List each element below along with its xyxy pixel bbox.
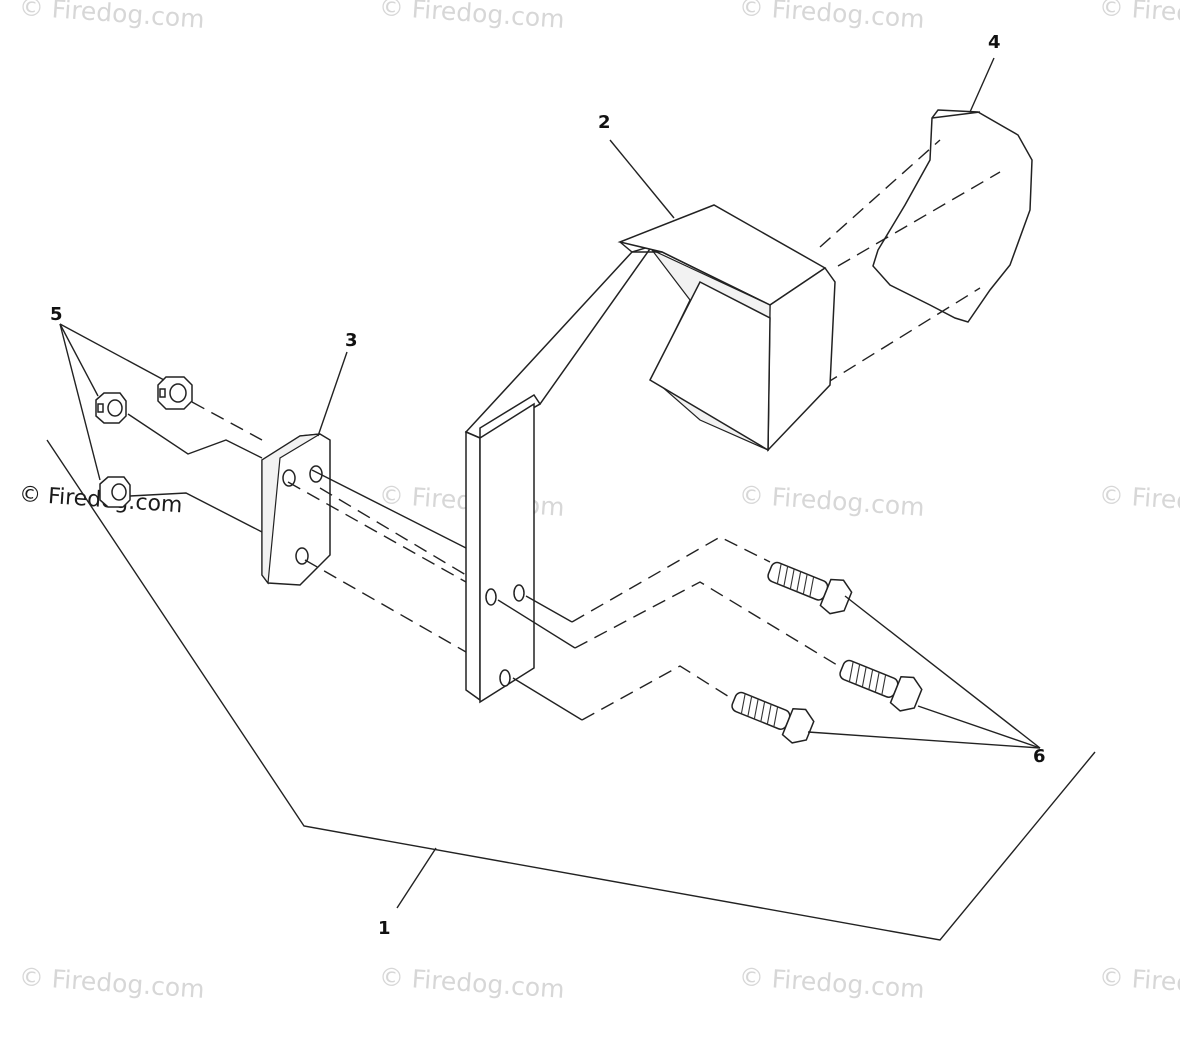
callout-2: 2: [598, 112, 611, 133]
part-5-nuts: [95, 376, 193, 508]
part-2-bracket: [464, 204, 836, 704]
part-6-bolts: [731, 561, 923, 744]
assembly-lines: [127, 401, 843, 721]
callout-6: 6: [1033, 746, 1046, 767]
callout-1: 1: [378, 918, 391, 939]
callout-4: 4: [988, 32, 1001, 53]
leader-lines: [46, 57, 1096, 941]
part-3-plate: [261, 433, 331, 586]
callout-5: 5: [50, 304, 63, 325]
callout-3: 3: [345, 330, 358, 351]
part-4-block: [819, 109, 1033, 385]
